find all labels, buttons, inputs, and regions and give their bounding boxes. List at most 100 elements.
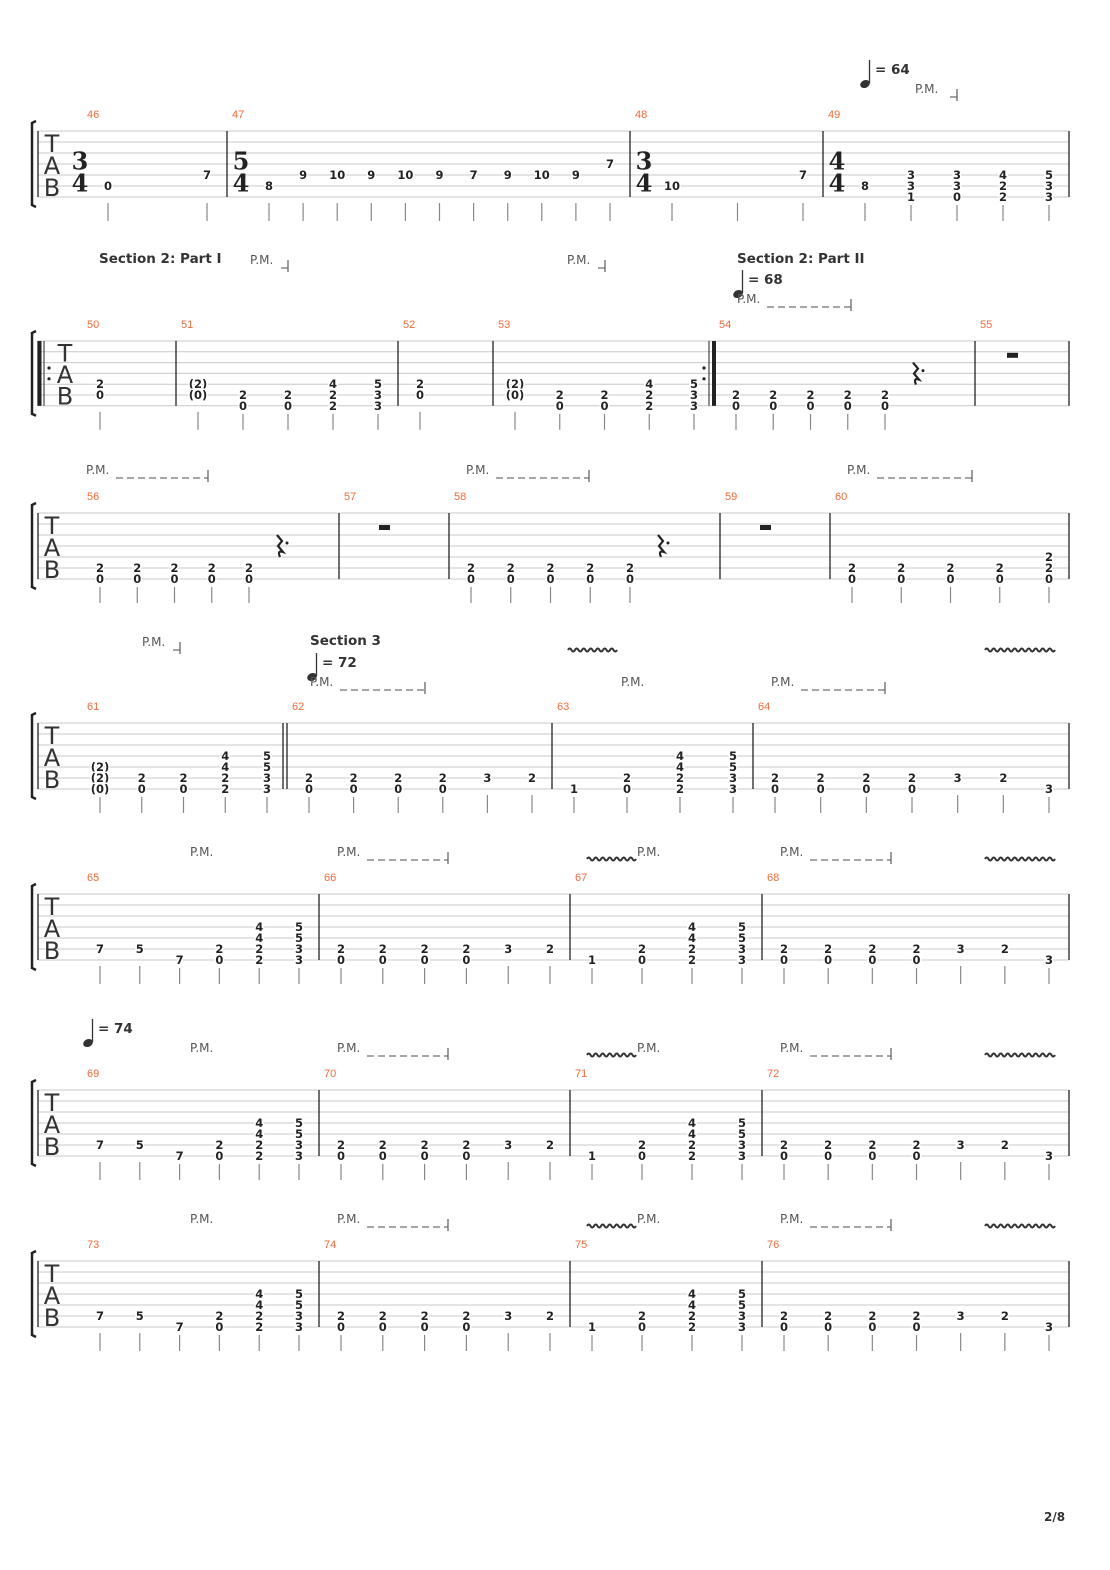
fret-number: 3	[504, 1309, 512, 1323]
fret-number: 1	[907, 190, 915, 204]
measure-number: 52	[403, 319, 415, 331]
fret-number: 1	[588, 1149, 596, 1163]
fret-number: 2	[897, 561, 905, 575]
fret-number: 2	[946, 561, 954, 575]
fret-number: 2	[999, 190, 1007, 204]
fret-number: 0	[421, 1149, 429, 1163]
fret-number: 0	[908, 782, 916, 796]
fret-number: 0	[771, 782, 779, 796]
fret-number: 2	[1001, 942, 1009, 956]
fret-number: 0	[215, 1149, 223, 1163]
fret-number: 2	[394, 771, 402, 785]
fret-number: 3	[295, 953, 303, 967]
fret-number: 2	[638, 942, 646, 956]
fret-number: 0	[824, 1149, 832, 1163]
fret-number: 0	[868, 953, 876, 967]
whole-rest	[1007, 352, 1018, 358]
fret-number: 2	[645, 399, 653, 413]
palm-mute-label: P.M.	[86, 463, 109, 477]
fret-number: 3	[738, 1138, 746, 1152]
fret-number: 2	[379, 1309, 387, 1323]
fret-number: 0	[586, 572, 594, 586]
fret-number: 0	[337, 1149, 345, 1163]
fret-number: 3	[1045, 953, 1053, 967]
measure-number: 73	[87, 1239, 99, 1251]
measure-number: 61	[87, 701, 99, 713]
fret-number: 4	[255, 1116, 263, 1130]
fret-number: 4	[688, 1287, 696, 1301]
fret-number: 2	[96, 377, 104, 391]
system-bracket	[30, 501, 37, 591]
fret-number: 0	[844, 399, 852, 413]
measure-number: 55	[980, 319, 992, 331]
fret-number: 2	[999, 771, 1007, 785]
fret-number: 2	[638, 1309, 646, 1323]
fret-number: 3	[729, 782, 737, 796]
fret-number: 5	[263, 749, 271, 763]
fret-number: 2	[467, 561, 475, 575]
palm-mute-label: P.M.	[190, 845, 213, 859]
fret-number: 2	[337, 1138, 345, 1152]
fret-number: 0	[337, 1320, 345, 1334]
vibrato-mark	[586, 1052, 637, 1058]
fret-number: 4	[221, 760, 229, 774]
palm-mute-label: P.M.	[737, 292, 760, 306]
section-marker: Section 2: Part I	[99, 251, 222, 267]
fret-number: 2	[688, 953, 696, 967]
fret-number: 4	[999, 168, 1007, 182]
fret-number: 2	[379, 942, 387, 956]
tempo-marking: = 64	[875, 62, 910, 78]
fret-number: 3	[738, 1149, 746, 1163]
fret-number: 2	[221, 782, 229, 796]
fret-number: 0	[953, 190, 961, 204]
palm-mute-label: P.M.	[780, 1041, 803, 1055]
fret-number: 2	[239, 388, 247, 402]
quarter-note-icon	[860, 79, 870, 89]
fret-number: 0	[421, 1320, 429, 1334]
fret-number: 2	[284, 388, 292, 402]
fret-number: 4	[688, 1116, 696, 1130]
fret-number: 0	[780, 1320, 788, 1334]
time-signature-numerator: 3	[636, 147, 653, 176]
fret-number: 0	[133, 572, 141, 586]
fret-number: 2	[337, 942, 345, 956]
fret-number: 2	[688, 1320, 696, 1334]
measure: 55	[980, 319, 1018, 358]
measure-number: 66	[324, 872, 336, 884]
fret-number: 0	[780, 1149, 788, 1163]
fret-number: 0	[946, 572, 954, 586]
fret-number: 5	[263, 760, 271, 774]
palm-mute-label: P.M.	[310, 675, 333, 689]
fret-number: 2	[329, 388, 337, 402]
tab-clef-letter: T	[57, 340, 73, 368]
fret-number: 0	[769, 399, 777, 413]
tempo-marking: = 68	[748, 272, 783, 288]
fret-number: 2	[881, 388, 889, 402]
fret-number: 5	[738, 1116, 746, 1130]
fret-number: 2	[780, 942, 788, 956]
fret-number: 2	[556, 388, 564, 402]
measure-number: 72	[767, 1068, 779, 1080]
fret-number: 2	[421, 942, 429, 956]
fret-number: 3	[957, 1138, 965, 1152]
fret-number: 2	[416, 377, 424, 391]
fret-number: 3	[690, 399, 698, 413]
fret-number: 0	[626, 572, 634, 586]
fret-number: 2	[780, 1138, 788, 1152]
fret-number: 0	[462, 1320, 470, 1334]
tab-clef-letter: B	[44, 1304, 60, 1332]
measure-number: 58	[454, 491, 466, 503]
fret-number: 9	[572, 168, 580, 182]
tab-clef-letter: B	[44, 766, 60, 794]
fret-number: 4	[255, 1127, 263, 1141]
fret-number: 0	[421, 953, 429, 967]
tab-clef-letter: A	[44, 1282, 61, 1310]
